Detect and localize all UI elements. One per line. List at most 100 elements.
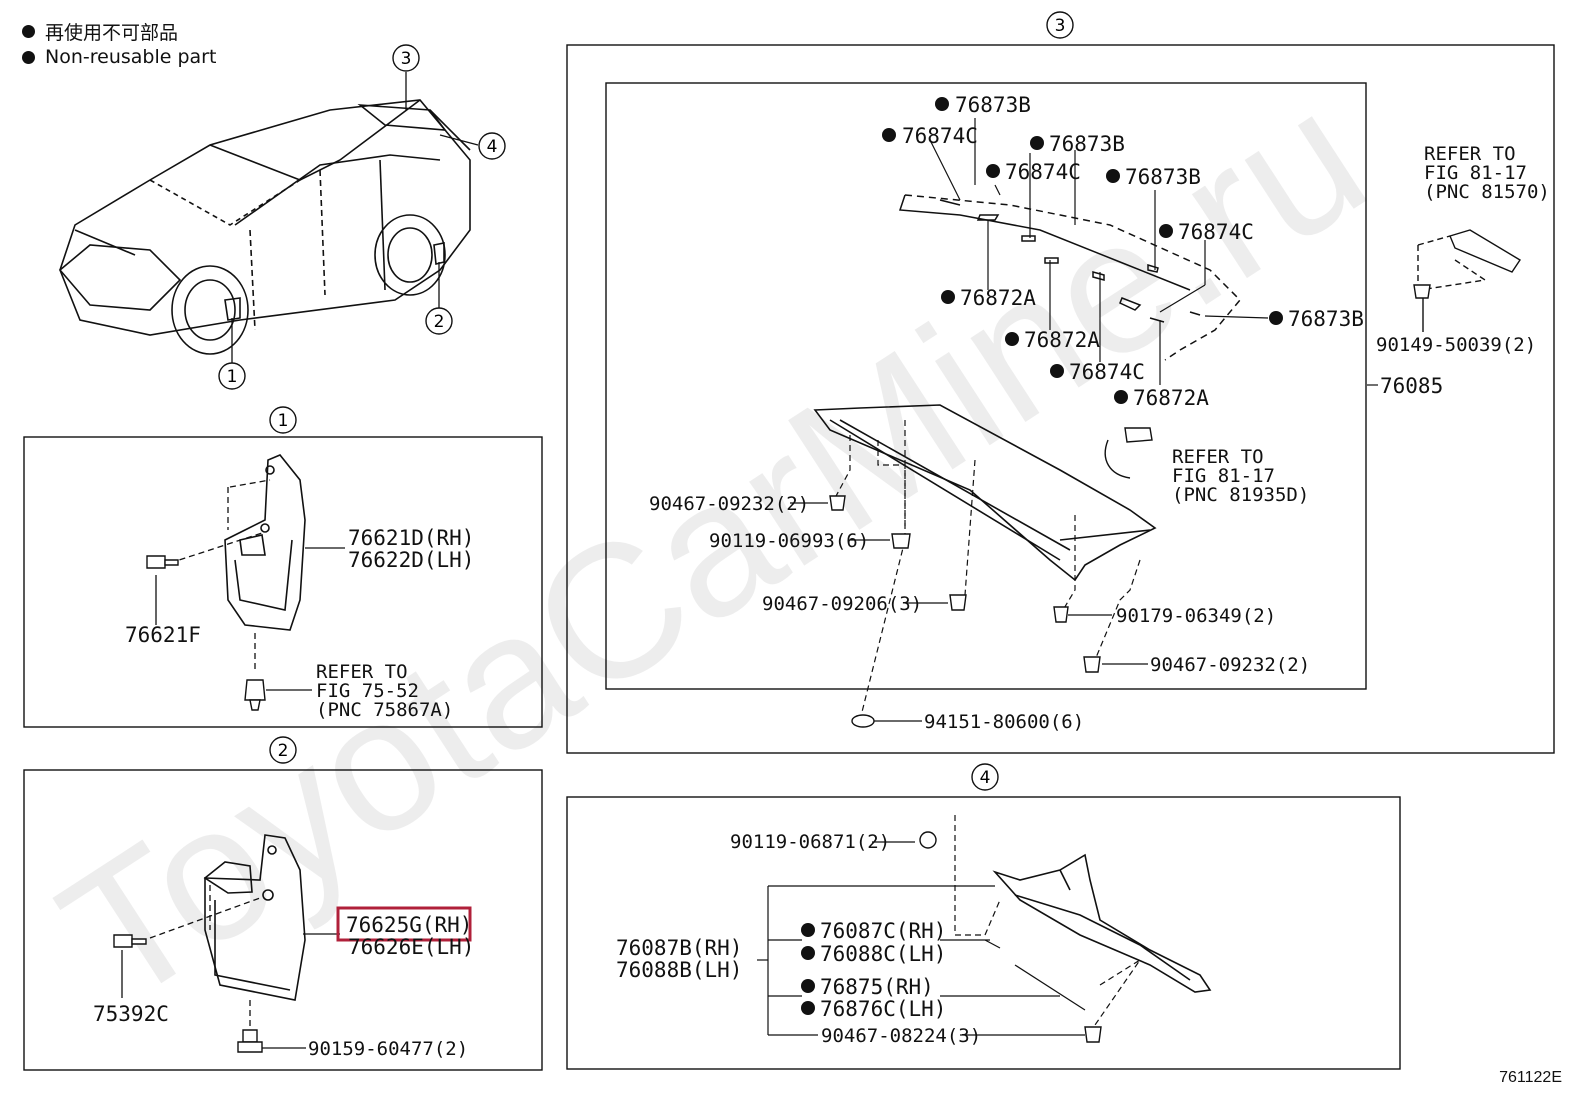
non-reusable-dot-icon [22,50,35,64]
part-76621d-rh: 76621D(RH) [348,526,474,550]
bolt-75392c-icon [113,934,147,948]
section2-leaders [121,885,340,1049]
clip-90467-09232-a-icon [829,495,846,511]
refer-75-52-line1: REFER TO [316,661,408,683]
part-90119-06871: 90119-06871(2) [730,831,890,853]
legend-row-en: Non-reusable part [22,44,216,70]
spoiler-side-cover [992,853,1212,993]
svg-text:2: 2 [278,741,289,761]
refer-81935d-line3: (PNC 81935D) [1172,484,1309,506]
part-76621f: 76621F [125,623,201,647]
part-76874c-3: 76874C [1178,220,1254,244]
part-76872a-3: 76872A [1133,386,1209,410]
highlight-box-76625g [336,906,472,942]
part-75392c: 75392C [93,1002,169,1026]
section1-leaders [155,479,345,691]
callout-4-section: 4 [971,763,999,791]
section4-leaders [757,815,1141,1036]
clip-front-icon [244,679,266,711]
part-76873b-3: 76873B [1125,165,1201,189]
svg-text:2: 2 [434,312,445,332]
part-76874c-1: 76874C [902,124,978,148]
part-76087c-rh: 76087C(RH) [820,919,946,943]
callout-4-overview: 4 [478,132,506,160]
clip-90467-09232-b-icon [1083,656,1101,673]
refer-81570-line1: REFER TO [1424,143,1516,165]
part-76874c-2: 76874C [1005,160,1081,184]
part-94151-80600: 94151-80600(6) [924,711,1084,733]
legend-row-jp: 再使用不可部品 [22,18,216,44]
svg-text:4: 4 [487,137,498,157]
part-90467-09206: 90467-09206(3) [762,593,922,615]
part-76873b-1: 76873B [955,93,1031,117]
part-76873b-2: 76873B [1049,132,1125,156]
overview-leaders [231,72,479,363]
callout-1-section: 1 [269,406,297,434]
part-76626e-lh: 76626E(LH) [348,935,474,959]
section-2-frame [23,769,543,1071]
part-90467-09232-b: 90467-09232(2) [1150,654,1310,676]
legend-en-text: Non-reusable part [45,46,217,68]
part-90119-06993: 90119-06993(6) [709,530,869,552]
refer-75-52-line3: (PNC 75867A) [316,699,453,721]
spoiler-fastener-leaders [834,420,1141,721]
part-76874c-4: 76874C [1069,360,1145,384]
nut-90119-06993-icon [891,533,911,549]
part-90467-08224: 90467-08224(3) [821,1025,981,1047]
svg-text:1: 1 [278,411,289,431]
svg-text:3: 3 [1055,16,1066,36]
mudguard-rear [203,834,306,1001]
refer-81935d-line2: FIG 81-17 [1172,465,1275,487]
refer-81935d-line1: REFER TO [1172,446,1264,468]
callout-2-section: 2 [269,736,297,764]
part-76087b-rh: 76087B(RH) [616,936,742,960]
diagram-code: 761122E [1499,1069,1562,1086]
spoiler-solid-leaders [790,384,1378,722]
vehicle-overview [58,99,471,355]
part-76622d-lh: 76622D(LH) [348,548,474,572]
callout-1-overview: 1 [218,362,246,390]
part-76088b-lh: 76088B(LH) [616,958,742,982]
bolt-90119-06871-icon [919,831,937,849]
part-76872a-2: 76872A [1024,328,1100,352]
section-4-frame [566,796,1401,1070]
non-reusable-dot-icon [22,24,35,38]
bolt-76621f-icon [146,555,179,569]
part-90179-06349: 90179-06349(2) [1116,605,1276,627]
section-3-outer-frame [566,44,1555,754]
part-90467-09232-a: 90467-09232(2) [649,493,809,515]
refer-75-52-line2: FIG 75-52 [316,680,419,702]
callout-2-overview: 2 [425,307,453,335]
non-reusable-dots [801,97,1283,1015]
callout-3-section: 3 [1046,11,1074,39]
callout-3-overview: 3 [392,44,420,72]
clip-90467-08224-icon [1084,1026,1102,1043]
wire-harness-icon [1104,427,1153,479]
svg-text:1: 1 [227,367,238,387]
refer-81570-line2: FIG 81-17 [1424,162,1527,184]
part-76872a-1: 76872A [960,286,1036,310]
mudguard-front [224,454,306,631]
part-90159-60477: 90159-60477(2) [308,1038,468,1060]
part-76873b-4: 76873B [1288,307,1364,331]
spoiler-label-leaders [929,106,1269,385]
clip-90467-09206-icon [949,594,967,611]
section-3-inner-frame [605,82,1367,690]
grommet-94151-icon [851,714,875,728]
section-1-frame [23,436,543,728]
part-76625g-rh: 76625G(RH) [346,913,472,937]
part-76088c-lh: 76088C(LH) [820,942,946,966]
nut-90179-06349-icon [1053,606,1069,623]
legend: 再使用不可部品 Non-reusable part [22,18,216,70]
svg-text:4: 4 [980,768,991,788]
part-90149-50039: 90149-50039(2) [1376,334,1536,356]
part-76876c-lh: 76876C(LH) [820,997,946,1021]
screw-90159-icon [237,1029,263,1053]
refer-81570-line3: (PNC 81570) [1424,181,1550,203]
stop-lamp-bracket-icon [1413,229,1521,332]
svg-text:3: 3 [401,49,412,69]
legend-jp-text: 再使用不可部品 [45,21,179,44]
part-76085: 76085 [1380,374,1443,398]
part-76875-rh: 76875(RH) [820,975,934,999]
